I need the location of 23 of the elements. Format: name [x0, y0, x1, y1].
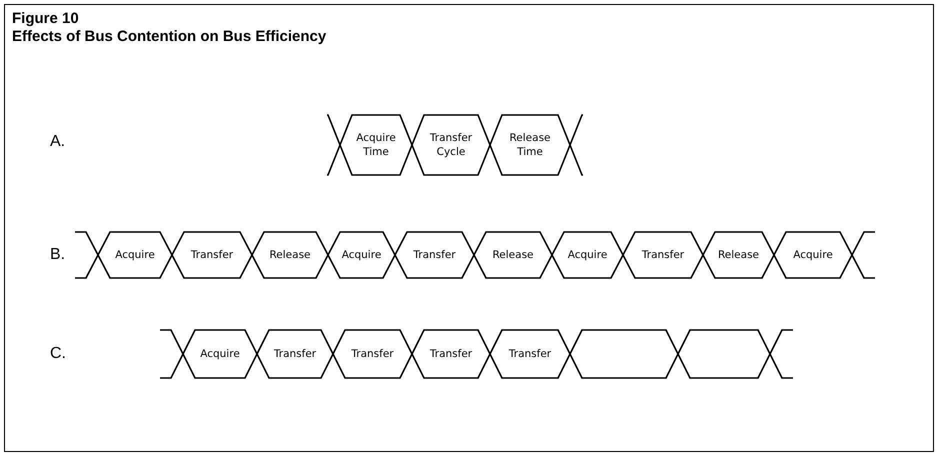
segment-label: Release Time — [508, 131, 552, 159]
segment-label: Release — [716, 248, 760, 262]
segment-label: Acquire — [114, 248, 156, 262]
segment-label: Transfer — [190, 248, 234, 262]
segment-label: Transfer — [428, 347, 474, 361]
figure-number: Figure 10 — [12, 10, 79, 27]
segment-label: Acquire Time — [355, 131, 397, 159]
segment-label: Transfer — [272, 347, 318, 361]
segment-label: Transfer — [412, 248, 457, 262]
segment-label: Transfer — [640, 248, 686, 262]
row-label: C. — [50, 345, 66, 363]
segment-label: Transfer Cycle — [428, 131, 474, 159]
row-label: A. — [50, 133, 66, 151]
segment-label: Release — [268, 248, 312, 262]
figure-title: Effects of Bus Contention on Bus Efficiency — [12, 28, 326, 45]
segment-label: Acquire — [566, 248, 608, 262]
segment-label: Transfer — [350, 347, 395, 361]
segment-label: Release — [491, 248, 535, 262]
segment-label: Acquire — [199, 347, 241, 361]
segment-label: Acquire — [340, 248, 382, 262]
segment-label: Acquire — [792, 248, 834, 262]
row-label: B. — [50, 246, 66, 264]
segment-label: Transfer — [508, 347, 552, 361]
